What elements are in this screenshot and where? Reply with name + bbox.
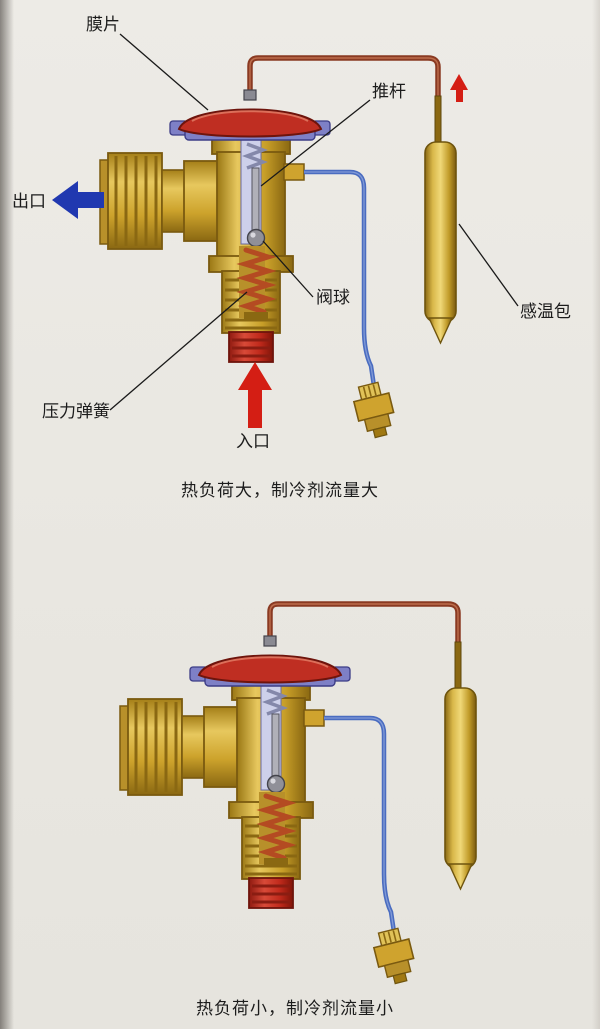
leader-sensing-bulb [458,223,519,307]
bulb-flow-arrow [450,74,468,102]
caption-top: 热负荷大，制冷剂流量大 [181,481,379,501]
valve-diagram-bottom [120,604,476,986]
leader-valve-ball [262,240,314,298]
leader-push-rod [260,99,371,187]
label-sensing-bulb: 感温包 [520,302,571,322]
label-diaphragm: 膜片 [86,15,120,35]
leader-pressure-spring [109,291,248,411]
valve-diagram-top [100,58,456,440]
caption-bottom: 热负荷小，制冷剂流量小 [196,999,394,1019]
label-push-rod: 推杆 [372,82,406,102]
label-pressure-spring: 压力弹簧 [42,402,110,422]
leader-diaphragm [119,33,209,111]
label-valve-ball: 阀球 [316,288,350,308]
outlet-arrow [52,181,104,219]
inlet-arrow [238,362,272,428]
label-outlet: 出口 [12,192,46,212]
label-inlet: 入口 [236,432,270,452]
